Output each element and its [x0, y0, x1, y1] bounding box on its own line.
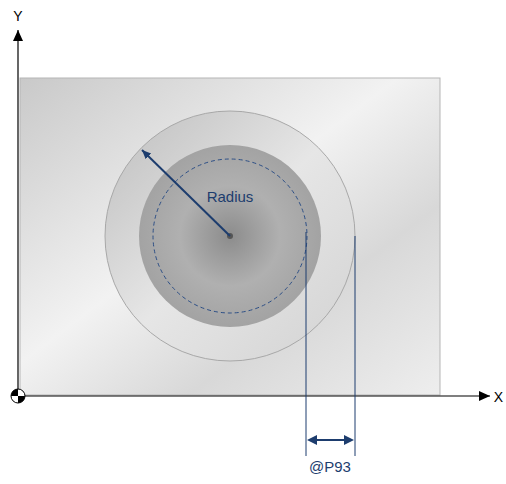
dimension-arrowhead	[307, 435, 317, 445]
outer-circle	[105, 111, 355, 361]
radius-label: Radius	[207, 189, 254, 204]
origin-symbol	[11, 389, 25, 403]
plate	[20, 78, 440, 395]
axis-label: Y	[13, 9, 22, 23]
x-axis	[18, 395, 490, 396]
dimension-line	[316, 439, 345, 441]
dimension-arrowhead	[344, 435, 354, 445]
extension-line	[306, 232, 307, 456]
axis-label: X	[494, 390, 503, 404]
extension-line	[355, 236, 356, 456]
dimension-label: @P93	[309, 459, 351, 474]
pocket-circle	[139, 145, 321, 327]
y-axis	[17, 30, 18, 396]
